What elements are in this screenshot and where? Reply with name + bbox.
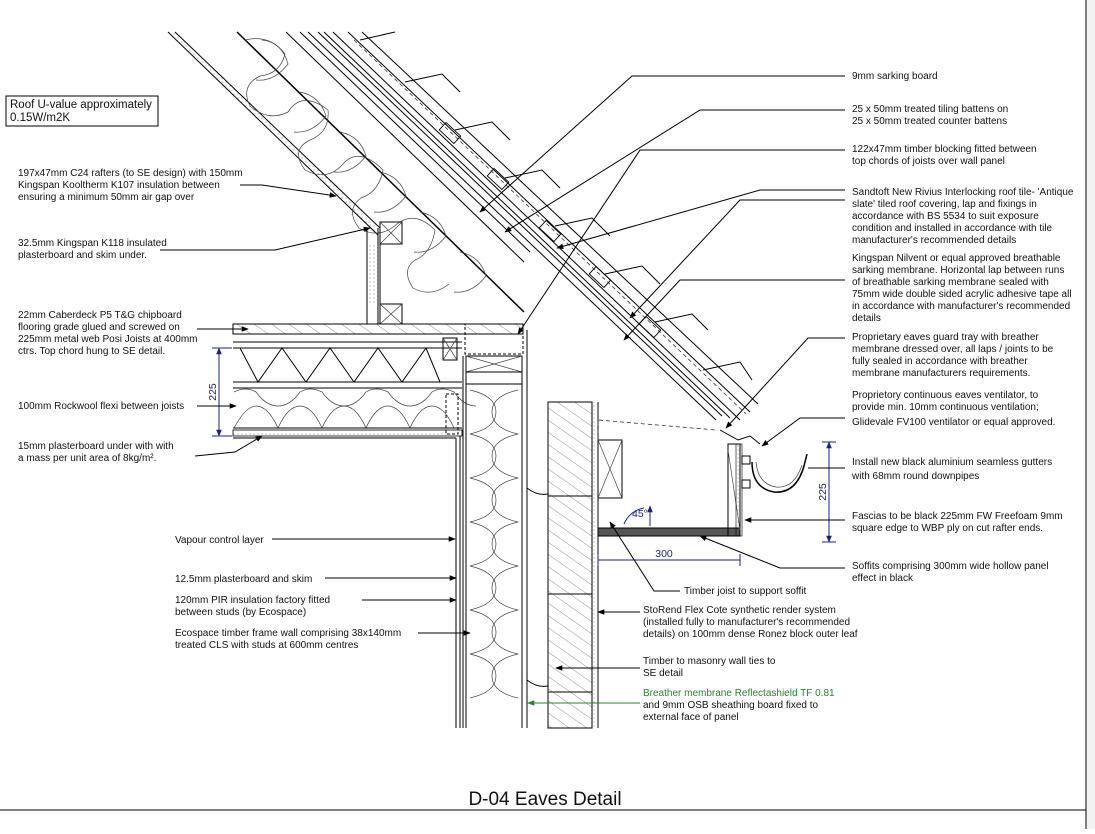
drawing-geometry <box>167 31 808 729</box>
labels-bottom: Timber joist to support soffit StoRend F… <box>643 586 858 723</box>
u-value-line2: 0.15W/m2K <box>10 112 70 124</box>
label-vapour: Vapour control layer <box>175 535 264 546</box>
dim-soffit-width: 300 <box>655 548 673 560</box>
label-tile: Sandtoft New Rivius Interlocking roof ti… <box>852 187 1076 246</box>
label-wall-ties: Timber to masonry wall ties to SE detail <box>643 656 778 679</box>
label-fascias: Fascias to be black 225mm FW Freefoam 9m… <box>852 511 1065 534</box>
dim-joist-depth: 225 <box>207 383 219 401</box>
roof-rafter-insulation <box>167 31 531 330</box>
label-ventilator: Proprietory continuous eaves ventilator,… <box>852 390 1055 428</box>
dimensions: 225 225 300 45° <box>207 347 836 566</box>
label-storend: StoRend Flex Cote synthetic render syste… <box>643 605 858 640</box>
u-value-line1: Roof U-value approximately <box>10 99 152 111</box>
label-breather: Breather membrane Reflectashield TF 0.81… <box>643 688 837 723</box>
soffit-fascia <box>597 419 808 537</box>
leader-lines <box>160 75 845 706</box>
label-plasterboard-125: 12.5mm plasterboard and skim <box>175 574 312 585</box>
label-battens: 25 x 50mm treated tiling battens on 25 x… <box>852 104 1011 127</box>
label-plasterboard-k118: 32.5mm Kingspan K118 insulated plasterbo… <box>18 238 170 261</box>
label-plasterboard-15: 15mm plasterboard under with with a mass… <box>18 441 176 464</box>
upper-stud-wall <box>366 221 403 325</box>
label-pir: 120mm PIR insulation factory fitted betw… <box>175 595 333 618</box>
label-gutters: Install new black aluminium seamless gut… <box>851 457 1055 482</box>
dim-angle: 45° <box>632 508 648 520</box>
label-caberdeck: 22mm Caberdeck P5 T&G chipboard flooring… <box>18 310 200 357</box>
label-blocking: 122x47mm timber blocking fitted between … <box>852 144 1039 167</box>
label-eaves-tray: Proprietary eaves guard tray with breath… <box>852 332 1056 379</box>
u-value-box: Roof U-value approximately 0.15W/m2K <box>5 95 159 127</box>
label-timber-joist: Timber joist to support soffit <box>684 586 806 597</box>
labels-right: 9mm sarking board 25 x 50mm treated tili… <box>851 71 1076 584</box>
label-ecospace: Ecospace timber frame wall comprising 38… <box>175 628 404 651</box>
label-sarking: 9mm sarking board <box>852 71 938 82</box>
roof-coverings <box>307 31 759 421</box>
dim-fascia-depth: 225 <box>817 483 829 501</box>
block-outer-leaf <box>526 401 599 729</box>
label-rockwool: 100mm Rockwool flexi between joists <box>18 401 184 412</box>
floor-deck-joists <box>232 323 524 439</box>
labels-left: 197x47mm C24 rafters (to SE design) with… <box>18 168 404 651</box>
label-rafters: 197x47mm C24 rafters (to SE design) with… <box>18 168 245 203</box>
drawing-title: D-04 Eaves Detail <box>468 789 621 810</box>
label-nilvent: Kingspan Nilvent or equal approved breat… <box>852 253 1074 324</box>
label-soffits: Soffits comprising 300mm wide hollow pan… <box>852 561 1051 584</box>
scrollbar-strip <box>1087 0 1095 829</box>
timber-frame-wall <box>445 330 528 728</box>
